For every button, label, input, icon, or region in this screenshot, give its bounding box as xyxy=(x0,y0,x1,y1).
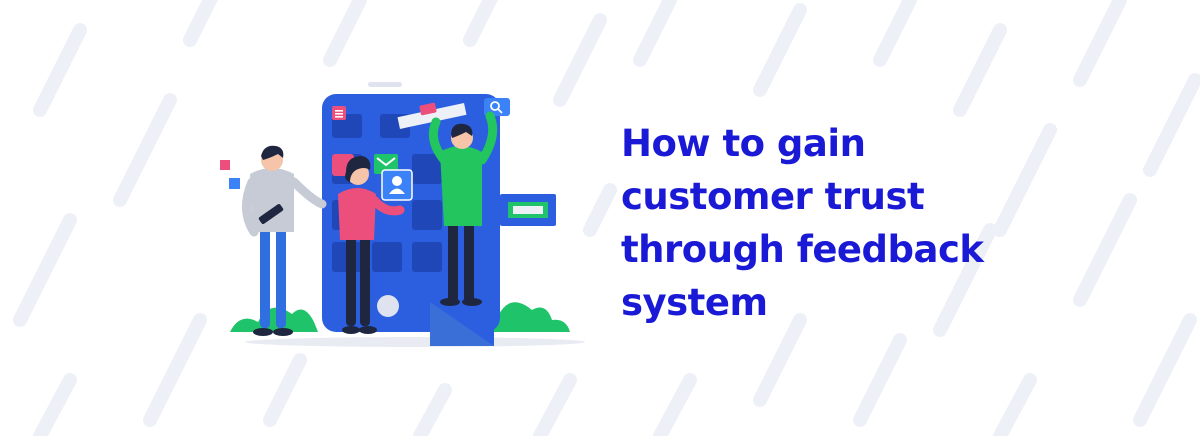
person-middle xyxy=(338,156,405,334)
mail-icon xyxy=(374,154,398,174)
team-building-app-illustration xyxy=(220,82,585,347)
headline: How to gain customer trust through feedb… xyxy=(621,117,1121,329)
bush-left xyxy=(230,307,318,332)
person-left xyxy=(242,145,327,336)
phone-home-button xyxy=(377,295,399,317)
menu-icon xyxy=(332,106,346,120)
headline-line-4: system xyxy=(621,281,768,324)
headline-line-1: How to gain xyxy=(621,122,866,165)
banner-strip xyxy=(397,103,467,129)
floating-square-blue xyxy=(229,178,240,189)
floating-square-pink xyxy=(220,160,230,170)
app-tile xyxy=(412,242,442,272)
ground-shadow xyxy=(245,337,585,347)
search-icon xyxy=(484,98,510,116)
red-tag xyxy=(419,102,437,116)
headline-line-3: through feedback xyxy=(621,228,984,271)
person-right xyxy=(428,111,498,306)
app-tile xyxy=(372,242,402,272)
photo-icon xyxy=(500,194,556,226)
app-tile xyxy=(412,154,442,184)
headline-line-2: customer trust xyxy=(621,175,925,218)
phone-speaker xyxy=(368,82,402,87)
app-tile xyxy=(412,200,442,230)
user-icon xyxy=(381,169,413,201)
